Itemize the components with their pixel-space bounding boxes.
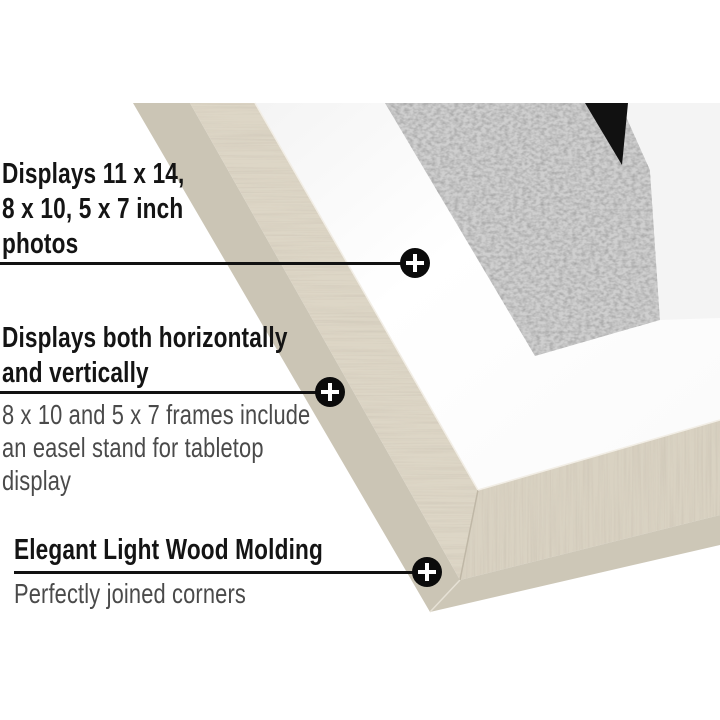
headline-line: 8 x 10, 5 x 7 inch: [2, 193, 184, 225]
headline-line: photos: [2, 228, 79, 260]
headline-line: and vertically: [2, 357, 149, 389]
headline-line: Displays both horizontally: [2, 322, 288, 354]
plus-circle-icon[interactable]: [412, 557, 442, 587]
detail-line: display: [2, 465, 72, 496]
leader-line: [0, 262, 402, 265]
detail-line: an easel stand for tabletop: [2, 432, 264, 463]
detail-line: 8 x 10 and 5 x 7 frames include: [2, 399, 311, 430]
headline-line: Elegant Light Wood Molding: [14, 534, 323, 566]
callout-headline: Elegant Light Wood Molding: [14, 533, 323, 568]
frame-bottom-side: [430, 515, 720, 612]
leader-line: [14, 571, 414, 574]
leader-line: [0, 391, 318, 394]
plus-circle-icon[interactable]: [400, 248, 430, 278]
plus-circle-icon[interactable]: [315, 377, 345, 407]
callout-headline: Displays 11 x 14, 8 x 10, 5 x 7 inch pho…: [2, 157, 184, 262]
callout-headline: Displays both horizontally and verticall…: [2, 321, 288, 391]
photo-print: [385, 103, 720, 356]
callout-detail: 8 x 10 and 5 x 7 frames include an easel…: [2, 398, 310, 497]
headline-line: Displays 11 x 14,: [2, 158, 185, 190]
frame-left-side: [133, 103, 460, 612]
callout-detail: Perfectly joined corners: [14, 577, 246, 610]
detail-line: Perfectly joined corners: [14, 578, 246, 609]
